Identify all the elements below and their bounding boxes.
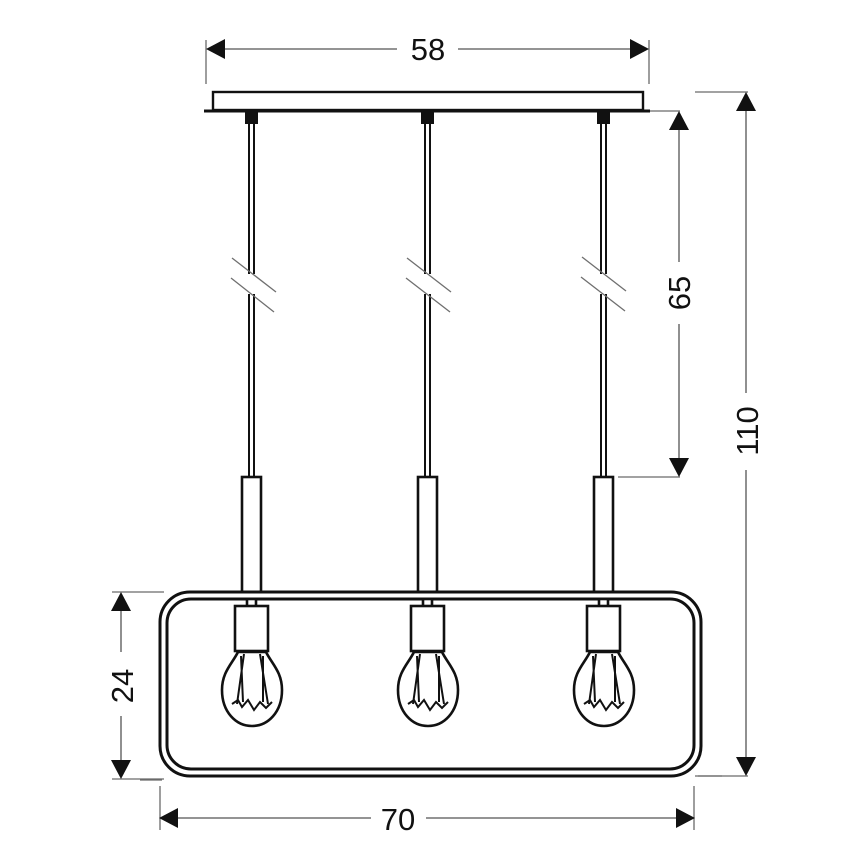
arrow-left-icon	[159, 808, 178, 828]
pendant-center	[396, 597, 460, 728]
break-mark-icon	[230, 277, 275, 313]
sleeve-left	[240, 475, 263, 594]
break-mark-icon	[406, 257, 452, 293]
ceiling-canopy	[204, 90, 650, 124]
break-mark-icon	[405, 277, 451, 313]
cable-break-marks	[230, 256, 627, 313]
filament-icon	[407, 698, 449, 712]
cable-grip-left	[245, 112, 258, 124]
sleeve-right	[592, 475, 615, 594]
filament-bulb-icon	[220, 650, 284, 728]
cable-grip-right	[597, 112, 610, 124]
filament-bulb-icon	[572, 650, 636, 728]
dimension-label-58: 58	[411, 32, 445, 67]
arrow-down-icon	[669, 458, 689, 477]
lamp-socket	[409, 604, 446, 653]
dimension-canopy-width: 58	[205, 32, 650, 84]
break-mark-icon	[231, 257, 277, 293]
filament-icon	[231, 698, 273, 712]
frame-outer	[158, 590, 703, 778]
pendant-left	[220, 597, 284, 728]
dimension-frame-height: 24	[105, 591, 164, 780]
dimension-label-24: 24	[105, 669, 140, 703]
dimension-label-70: 70	[381, 802, 415, 837]
arrow-down-icon	[736, 757, 756, 776]
sleeves	[240, 475, 615, 594]
cable-grip-center	[421, 112, 434, 124]
dimension-frame-width: 70	[140, 775, 722, 837]
lamp-socket	[585, 604, 622, 653]
dimension-label-110: 110	[730, 406, 765, 455]
arrow-right-icon	[630, 39, 649, 59]
arrow-right-icon	[676, 808, 695, 828]
filament-bulb-icon	[396, 650, 460, 728]
arrow-up-icon	[669, 111, 689, 130]
break-mark-icon	[580, 276, 626, 312]
dimension-total-height: 110	[695, 91, 765, 777]
arrow-up-icon	[111, 592, 131, 611]
arrow-down-icon	[111, 760, 131, 779]
lamp-socket	[233, 604, 270, 653]
cables	[248, 124, 607, 478]
dimension-cable-length: 65	[618, 110, 697, 478]
sleeve-center	[416, 475, 439, 594]
filament-icon	[583, 698, 625, 712]
dimension-label-65: 65	[662, 276, 697, 310]
arrow-left-icon	[206, 39, 225, 59]
break-mark-icon	[581, 256, 627, 292]
canopy-body	[211, 90, 645, 112]
arrow-up-icon	[736, 92, 756, 111]
pendant-right	[572, 597, 636, 728]
